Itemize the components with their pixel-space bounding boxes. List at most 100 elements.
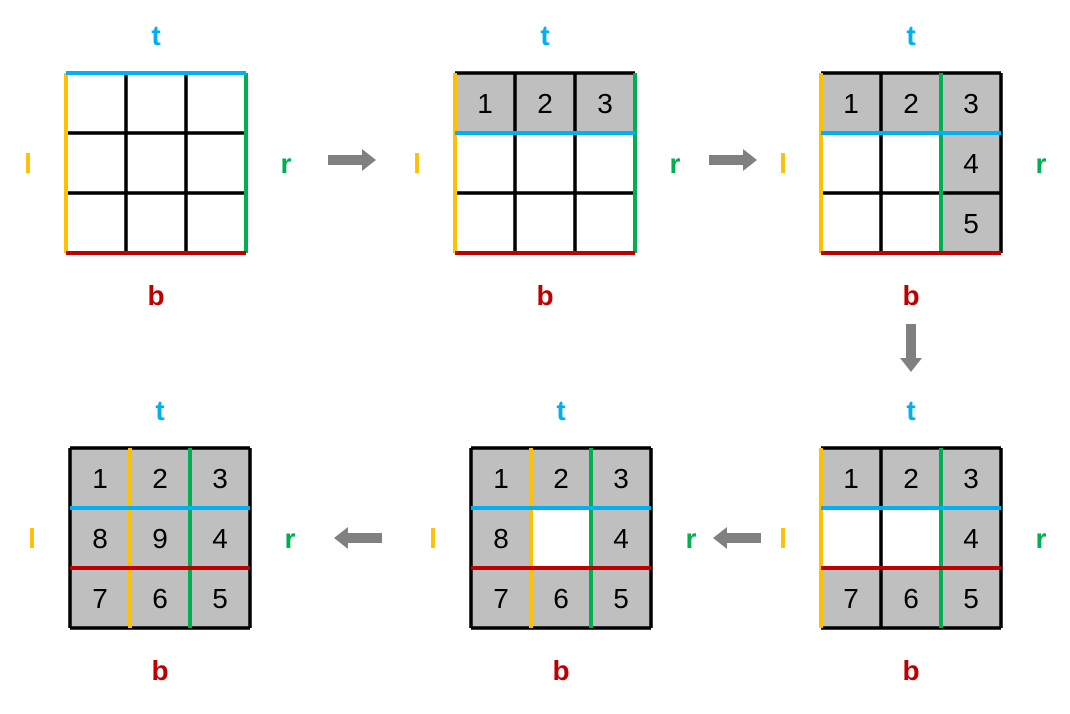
- grid-cell: [186, 133, 246, 193]
- grid-cell: [941, 568, 1001, 628]
- grid-cell: [455, 73, 515, 133]
- cell-number: 5: [963, 583, 979, 614]
- grid-cell: [941, 193, 1001, 253]
- cell-number: 4: [963, 148, 979, 179]
- cell-number: 2: [537, 88, 553, 119]
- bottom-label: b: [536, 280, 553, 311]
- bottom-label: b: [902, 655, 919, 686]
- arrow-left-icon: [713, 527, 761, 549]
- grid-cell: [126, 133, 186, 193]
- grid-cell: [821, 448, 881, 508]
- cell-number: 7: [92, 583, 108, 614]
- grid-cell: [455, 193, 515, 253]
- grid-cell: [881, 508, 941, 568]
- grid-cell: [130, 448, 190, 508]
- grid-cell: [941, 508, 1001, 568]
- cell-number: 3: [212, 463, 228, 494]
- left-label: l: [779, 148, 787, 179]
- cell-number: 7: [493, 583, 509, 614]
- top-label: t: [151, 20, 160, 51]
- left-label: l: [779, 523, 787, 554]
- cell-number: 6: [903, 583, 919, 614]
- grid-cell: [70, 568, 130, 628]
- right-label: r: [281, 148, 292, 179]
- grid-cell: [821, 133, 881, 193]
- top-label: t: [906, 20, 915, 51]
- grid-cell: [66, 133, 126, 193]
- cell-number: 1: [477, 88, 493, 119]
- cell-number: 2: [553, 463, 569, 494]
- grid-cell: [66, 193, 126, 253]
- cell-number: 3: [963, 88, 979, 119]
- grid-cell: [531, 568, 591, 628]
- grid-cell: [186, 73, 246, 133]
- arrow-left-icon: [334, 527, 382, 549]
- grid-cell: [515, 73, 575, 133]
- cell-number: 9: [152, 523, 168, 554]
- grid-cell: [881, 133, 941, 193]
- top-label: t: [906, 395, 915, 426]
- cell-number: 3: [963, 463, 979, 494]
- cell-number: 3: [597, 88, 613, 119]
- grid-cell: [130, 568, 190, 628]
- cell-number: 2: [903, 463, 919, 494]
- cell-number: 1: [493, 463, 509, 494]
- grid-cell: [66, 73, 126, 133]
- grid-step-1: t b l r: [24, 20, 291, 311]
- grid-cell: [126, 73, 186, 133]
- left-label: l: [24, 148, 32, 179]
- cell-number: 8: [493, 523, 509, 554]
- grid-cell: [591, 568, 651, 628]
- cell-number: 6: [553, 583, 569, 614]
- grid-cell: [941, 448, 1001, 508]
- cell-number: 4: [212, 523, 228, 554]
- cell-number: 8: [92, 523, 108, 554]
- grid-cell: [531, 448, 591, 508]
- cell-number: 4: [963, 523, 979, 554]
- left-label: l: [28, 523, 36, 554]
- grid-cell: [70, 448, 130, 508]
- grid-cell: [575, 73, 635, 133]
- right-label: r: [1036, 523, 1047, 554]
- right-label: r: [686, 523, 697, 554]
- grid-cell: [881, 73, 941, 133]
- bottom-label: b: [902, 280, 919, 311]
- grid-cell: [575, 133, 635, 193]
- arrow-down-icon: [900, 324, 922, 372]
- cell-number: 2: [903, 88, 919, 119]
- arrow-shape: [713, 527, 761, 549]
- cell-number: 5: [613, 583, 629, 614]
- grid-cell: [821, 568, 881, 628]
- grid-cell: [515, 193, 575, 253]
- grid-cell: [881, 193, 941, 253]
- cell-number: 2: [152, 463, 168, 494]
- top-label: t: [155, 395, 164, 426]
- grid-cell: [941, 133, 1001, 193]
- grid-cell: [575, 193, 635, 253]
- cell-number: 7: [843, 583, 859, 614]
- grid-cell: [531, 508, 591, 568]
- grid-cell: [821, 193, 881, 253]
- grid-cell: [70, 508, 130, 568]
- cell-number: 5: [212, 583, 228, 614]
- top-label: t: [556, 395, 565, 426]
- cell-number: 1: [843, 88, 859, 119]
- grid-cell: [190, 508, 250, 568]
- left-label: l: [413, 148, 421, 179]
- grid-cell: [941, 73, 1001, 133]
- bottom-label: b: [147, 280, 164, 311]
- top-label: t: [540, 20, 549, 51]
- arrow-shape: [900, 324, 922, 372]
- grid-cell: [126, 193, 186, 253]
- grid-cell: [455, 133, 515, 193]
- grid-cell: [881, 568, 941, 628]
- grid-cell: [821, 508, 881, 568]
- bottom-label: b: [151, 655, 168, 686]
- arrow-right-icon: [328, 149, 376, 171]
